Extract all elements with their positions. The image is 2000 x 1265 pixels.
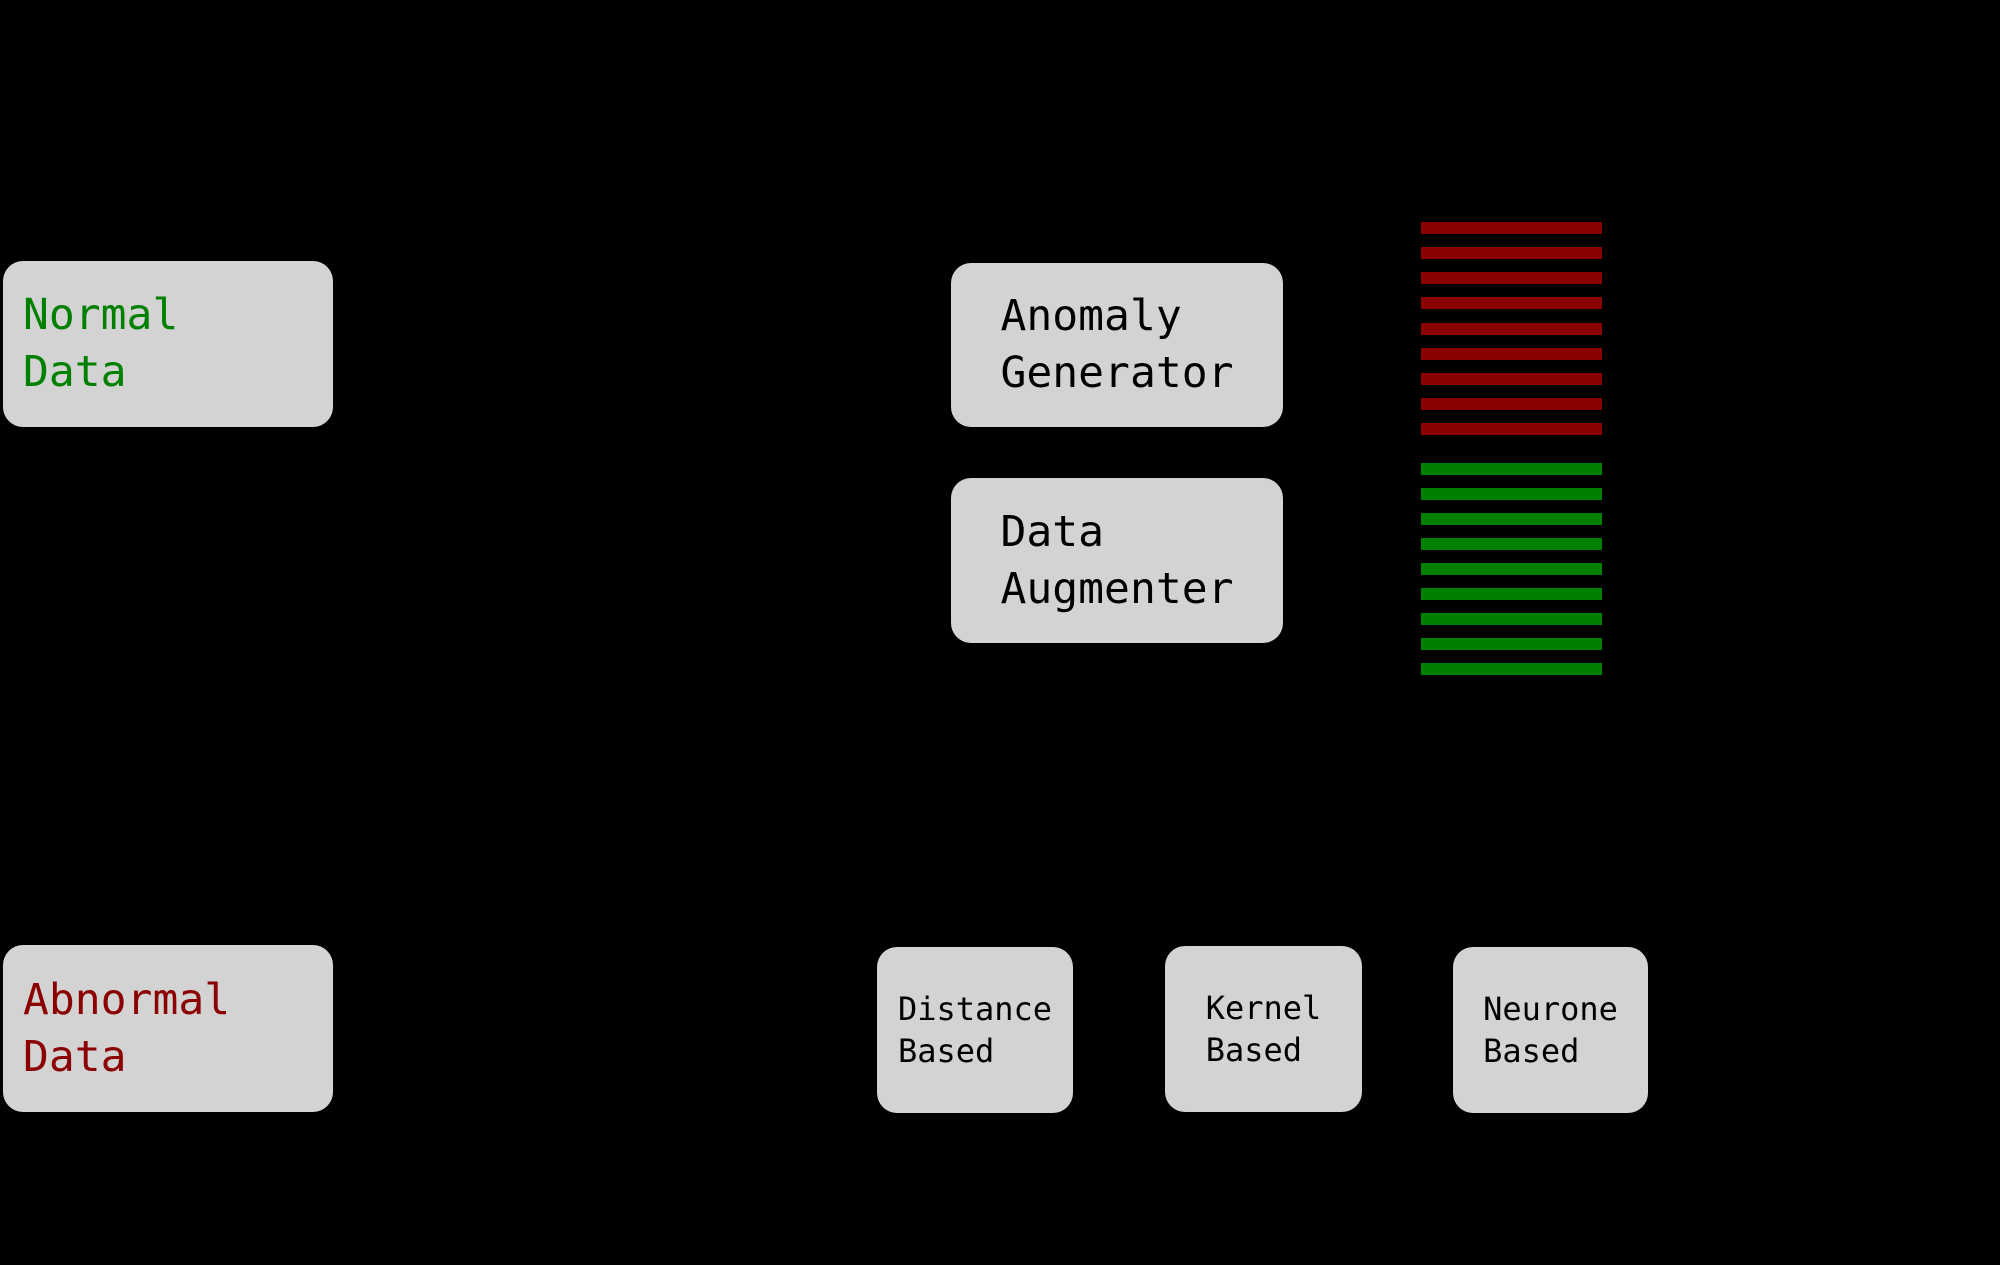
node-data-augmenter: Data Augmenter [951,478,1283,643]
normal-data-label: Normal Data [23,290,179,397]
normal-data-stripe [1421,663,1602,675]
data-augmenter-label: Data Augmenter [1000,506,1234,614]
anomalous-data-stripe [1421,272,1602,285]
normal-data-stripe [1421,538,1602,550]
normal-data-stripe [1421,488,1602,500]
node-distance-based: Distance Based [877,947,1073,1113]
normal-data-stripe [1421,638,1602,650]
anomalous-data-stripe [1421,322,1602,335]
anomalous-data-stripe [1421,347,1602,360]
node-neurone-based: Neurone Based [1453,947,1648,1113]
anomalous-data-stripe [1421,372,1602,385]
anomalous-data-stripe [1421,397,1602,410]
normal-data-stripe [1421,588,1602,600]
normal-data-stripe [1421,513,1602,525]
neurone-based-label: Neurone Based [1483,990,1618,1070]
anomalous-data-stripe [1421,297,1602,310]
node-normal-data: Normal Data [3,261,333,427]
normal-data-stripe [1421,463,1602,475]
kernel-based-label: Kernel Based [1205,989,1322,1069]
node-anomaly-generator: Anomaly Generator [951,263,1283,427]
abnormal-data-label: Abnormal Data [23,974,231,1082]
distance-based-label: Distance Based [897,990,1053,1070]
anomalous-data-stripe-stack [1421,222,1602,435]
anomalous-data-stripe [1421,247,1602,260]
normal-data-stripe [1421,563,1602,575]
anomalous-data-stripe [1421,222,1602,234]
normal-data-stripe [1421,613,1602,625]
node-abnormal-data: Abnormal Data [3,945,333,1112]
anomaly-generator-label: Anomaly Generator [1000,291,1234,398]
node-kernel-based: Kernel Based [1165,946,1362,1112]
anomalous-data-stripe [1421,423,1602,435]
normal-data-stripe-stack [1421,463,1602,675]
